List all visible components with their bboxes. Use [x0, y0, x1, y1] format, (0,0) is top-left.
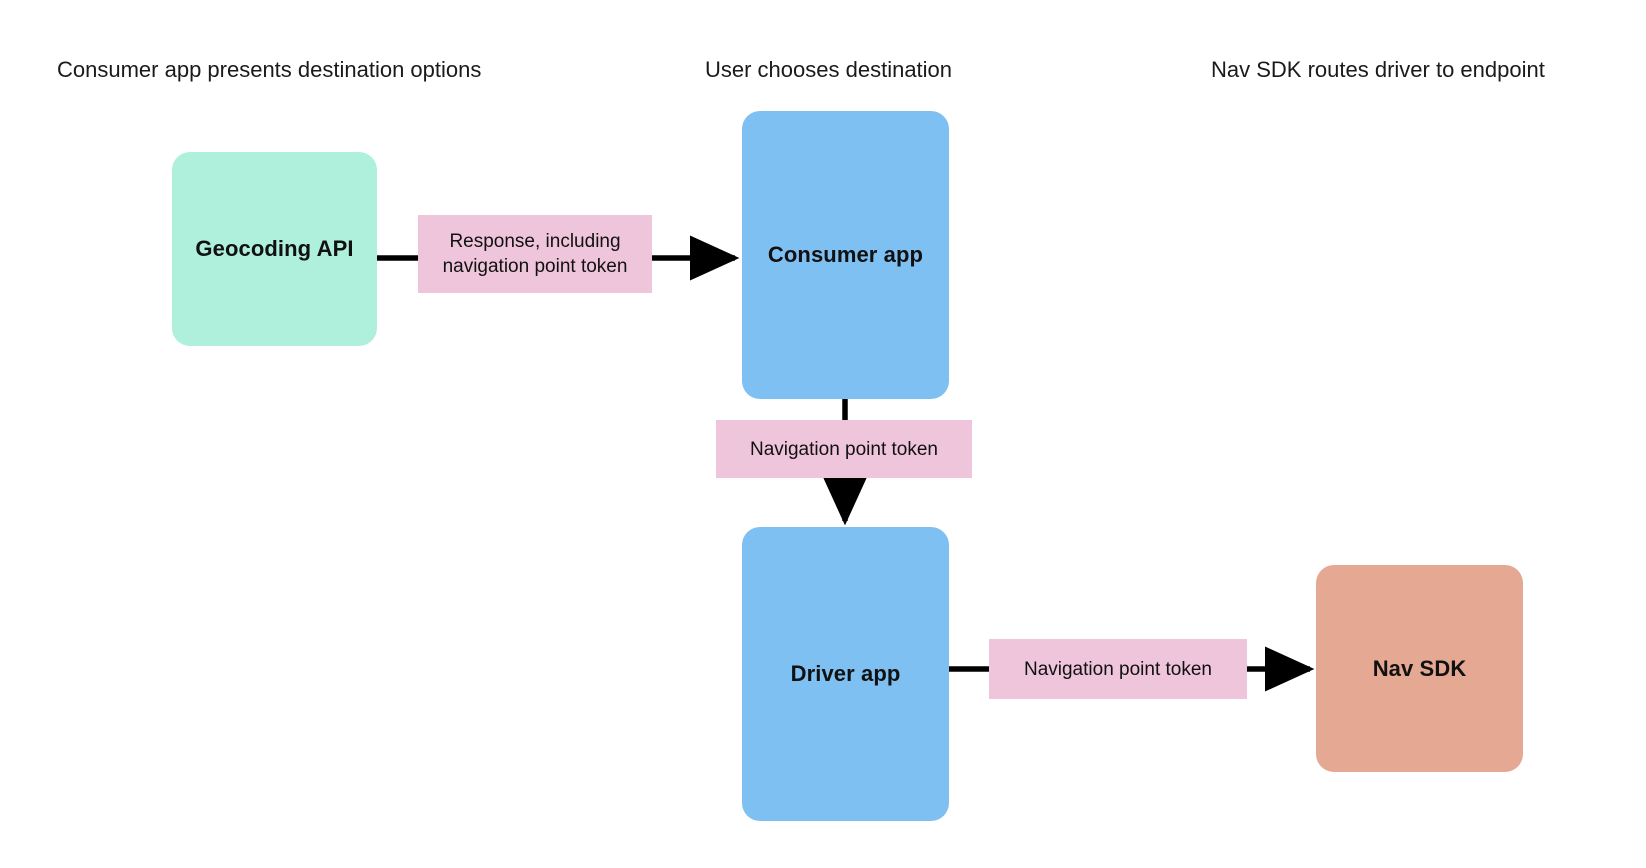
node-nav-sdk-label: Nav SDK	[1372, 655, 1467, 681]
column-header-navsdk: Nav SDK routes driver to endpoint	[1211, 57, 1545, 82]
node-driver-app-label: Driver app	[790, 661, 901, 686]
edge-label-geocoding-to-consumer: Response, including navigation point tok…	[418, 215, 652, 293]
edge-label-consumer-to-driver-text: Navigation point token	[749, 438, 938, 460]
node-geocoding-api-label: Geocoding API	[195, 236, 354, 261]
edge-label-geocoding-to-consumer-text: Response, including navigation point tok…	[442, 231, 628, 277]
node-consumer-app-label: Consumer app	[767, 242, 924, 267]
column-header-user: User chooses destination	[705, 57, 953, 82]
edge-label-consumer-to-driver: Navigation point token	[716, 420, 972, 478]
node-nav-sdk[interactable]: Nav SDK	[1316, 565, 1523, 772]
node-driver-app[interactable]: Driver app	[742, 527, 949, 821]
edge-label-driver-to-navsdk-text: Navigation point token	[1023, 658, 1212, 680]
edge-label-driver-to-navsdk: Navigation point token	[989, 639, 1247, 699]
column-header-consumer: Consumer app presents destination option…	[57, 57, 482, 82]
node-geocoding-api[interactable]: Geocoding API	[172, 152, 377, 346]
node-consumer-app[interactable]: Consumer app	[742, 111, 949, 399]
